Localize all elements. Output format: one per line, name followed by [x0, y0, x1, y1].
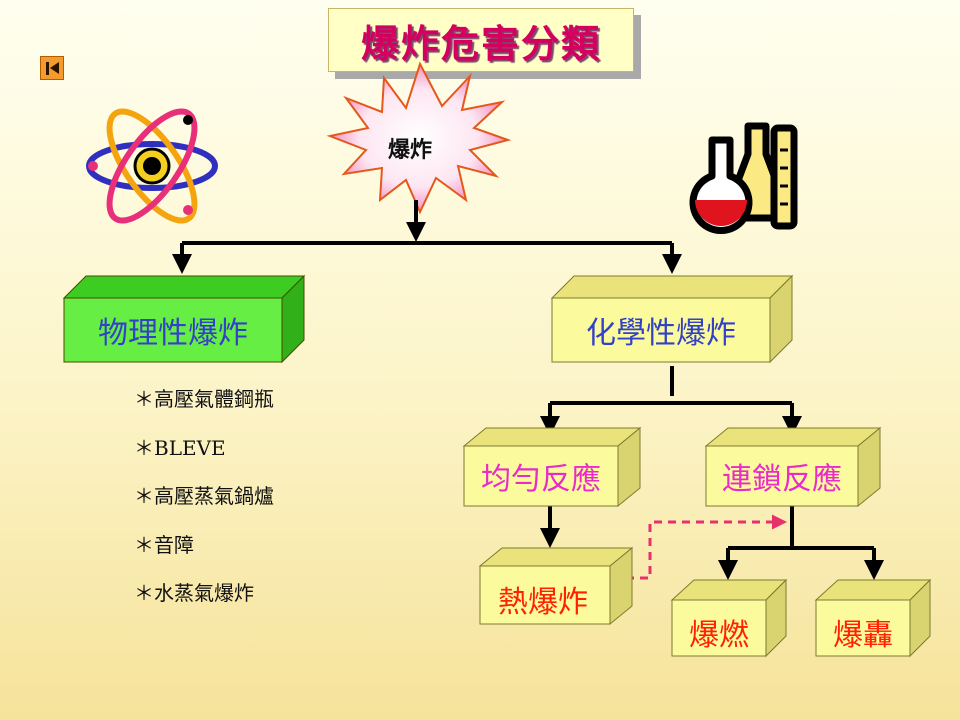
page-title: 爆炸危害分類: [328, 8, 634, 72]
dashed-link: [626, 514, 787, 580]
list-item: ＊高壓蒸氣鍋爐: [134, 484, 274, 508]
root-explosion-label: 爆炸: [387, 137, 432, 163]
thermal-explosion-box: [478, 546, 634, 626]
lab-flasks-icon: [689, 122, 798, 235]
thermal-explosion-label: 熱爆炸: [498, 585, 588, 620]
uniform-reaction-box: [462, 426, 642, 508]
detonation-label: 爆轟: [833, 618, 893, 653]
chemical-box: [550, 274, 794, 364]
chain-reaction-box: [704, 426, 882, 508]
physical-examples-list: ＊高壓氣體鋼瓶 ＊BLEVE ＊高壓蒸氣鍋爐 ＊音障 ＊水蒸氣爆炸: [134, 384, 274, 627]
explosion-burst-icon: [326, 61, 512, 215]
deflagration-box: [670, 578, 788, 658]
physical-box: [62, 274, 306, 364]
uniform-reaction-label: 均勻反應: [481, 462, 601, 497]
detonation-box: [814, 578, 932, 658]
list-item: ＊BLEVE: [134, 435, 226, 460]
atom-icon: [86, 108, 218, 224]
list-item: ＊水蒸氣爆炸: [134, 581, 254, 605]
deflagration-label: 爆燃: [689, 618, 749, 653]
physical-explosion-label: 物理性爆炸: [98, 316, 248, 351]
tree-connectors: [172, 200, 884, 580]
list-item: ＊音障: [134, 532, 194, 557]
chain-reaction-label: 連鎖反應: [722, 462, 842, 497]
chemical-explosion-label: 化學性爆炸: [586, 316, 736, 351]
list-item: ＊高壓氣體鋼瓶: [134, 387, 274, 411]
back-button-icon[interactable]: [40, 56, 64, 80]
